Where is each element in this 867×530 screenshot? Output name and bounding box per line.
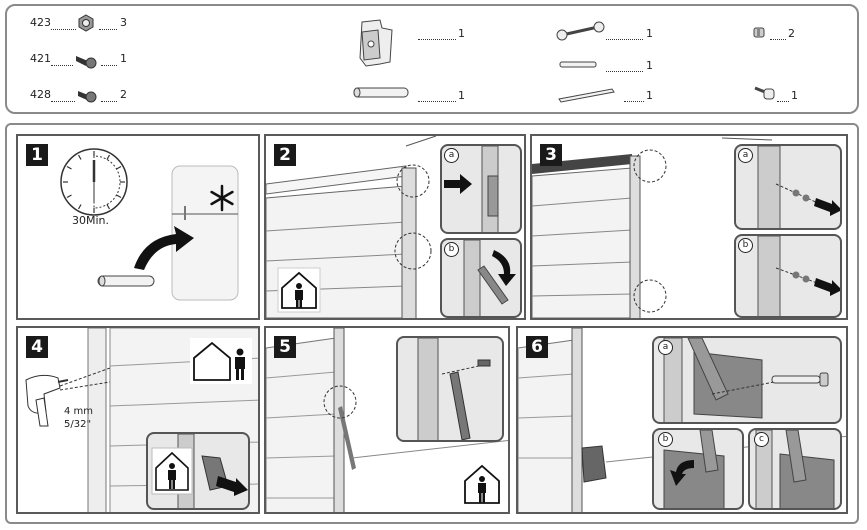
rod-flat-qty: 1 xyxy=(646,89,653,102)
house-person-icon xyxy=(462,462,502,506)
part-428-qty: 2 xyxy=(120,88,127,101)
step-6-panel: a b c 6 xyxy=(516,326,848,514)
step-number: 1 xyxy=(26,144,48,166)
nut-icon xyxy=(78,14,94,32)
leader-dots xyxy=(606,71,643,72)
detail-a-label: a xyxy=(658,340,673,355)
step-6b-inset xyxy=(652,428,744,510)
house-person-icon xyxy=(151,447,193,495)
window-louvres-illustration xyxy=(266,136,437,318)
nut-small-qty: 2 xyxy=(788,27,795,40)
drill-icon xyxy=(25,374,69,427)
rod-with-eyes-icon xyxy=(556,21,605,41)
leader-dots xyxy=(418,101,456,102)
step-number: 5 xyxy=(274,336,296,358)
window-louvres-illustration xyxy=(532,137,773,318)
part-428-label: 428 xyxy=(30,88,51,101)
bolt-removal-detail xyxy=(757,236,840,316)
detail-a-label: a xyxy=(444,148,459,163)
detail-b-label: b xyxy=(444,242,459,257)
step-1-panel: 1 30Min. xyxy=(16,134,260,320)
part-423-qty: 3 xyxy=(120,16,127,29)
leader-dots xyxy=(51,65,73,66)
lever-detail xyxy=(463,240,516,316)
part-421-qty: 1 xyxy=(120,52,127,65)
step-5-inset xyxy=(396,336,504,442)
rod-short-qty: 1 xyxy=(646,59,653,72)
rod-icon xyxy=(559,61,597,68)
bolt-removal-detail xyxy=(757,146,840,228)
house-person-icon xyxy=(277,267,321,313)
timer-label: 30Min. xyxy=(72,214,110,227)
step-3b-inset xyxy=(734,234,842,318)
arrow-icon xyxy=(134,226,194,270)
rod-long-qty: 1 xyxy=(646,27,653,40)
part-421-label: 421 xyxy=(30,52,51,65)
clock-icon xyxy=(60,148,128,216)
flat-bar-icon xyxy=(558,88,615,103)
lever-fold-detail xyxy=(663,430,725,508)
detail-b-label: b xyxy=(658,432,673,447)
step-4-inset xyxy=(146,432,250,510)
bracket-icon xyxy=(359,19,393,67)
arm-attach-detail xyxy=(417,338,491,440)
drill-size-in: 5/32" xyxy=(64,419,92,430)
step-2-panel: a b 2 xyxy=(264,134,526,320)
leader-dots xyxy=(51,101,75,102)
window-louvres-illustration xyxy=(266,328,508,512)
step-3-panel: a b 3 xyxy=(530,134,848,320)
parts-list-box xyxy=(5,4,859,114)
tube-icon xyxy=(97,275,155,287)
step-number: 3 xyxy=(540,144,562,166)
bolt-small-qty: 1 xyxy=(791,89,798,102)
snowflake-icon xyxy=(210,184,234,212)
steps-box xyxy=(5,123,859,524)
bolt-icon xyxy=(78,91,97,103)
small-bolt-icon xyxy=(754,86,775,100)
leader-dots xyxy=(777,101,789,102)
step-number: 2 xyxy=(274,144,296,166)
leader-dots xyxy=(418,39,456,40)
bolt-icon xyxy=(76,56,97,69)
leader-dots xyxy=(99,29,117,30)
leader-dots xyxy=(101,65,117,66)
tube-icon xyxy=(353,87,409,98)
bracket-qty: 1 xyxy=(458,27,465,40)
part-423-label: 423 xyxy=(30,16,51,29)
hinge-detail xyxy=(444,146,499,232)
step-6a-inset xyxy=(652,336,842,424)
detail-c-label: c xyxy=(754,432,769,447)
step-4-panel: 4 mm 5/32" 4 xyxy=(16,326,260,514)
step-number: 6 xyxy=(526,336,548,358)
leader-dots xyxy=(624,101,644,102)
step-5-panel: 5 xyxy=(264,326,510,514)
house-person-icon xyxy=(190,338,252,384)
drill-size-mm: 4 mm xyxy=(64,406,94,417)
step-3a-inset xyxy=(734,144,842,230)
leader-dots xyxy=(770,39,786,40)
leader-dots xyxy=(101,101,117,102)
leader-dots xyxy=(51,29,76,30)
detail-b-label: b xyxy=(738,238,753,253)
window-louvres-illustration xyxy=(518,328,846,512)
bolt-insert-detail xyxy=(663,338,829,422)
tube-qty: 1 xyxy=(458,89,465,102)
detail-a-label: a xyxy=(738,148,753,163)
lever-closed-detail xyxy=(755,430,835,508)
small-nut-icon xyxy=(753,27,765,38)
leader-dots xyxy=(606,39,643,40)
step-number: 4 xyxy=(26,336,48,358)
